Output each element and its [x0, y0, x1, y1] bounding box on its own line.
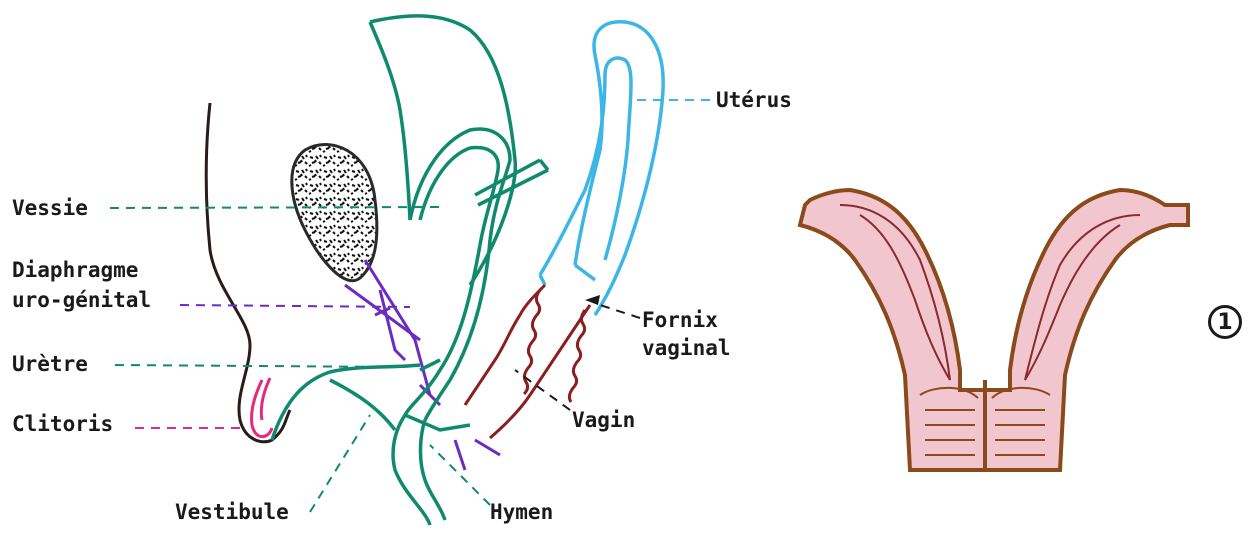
uterus-shape [540, 22, 663, 315]
label-vagin: Vagin [572, 408, 635, 433]
label-uterus: Utérus [716, 88, 792, 113]
leader-lines [110, 100, 710, 512]
label-fornix-line2: vaginal [642, 336, 731, 361]
label-uretre: Urètre [12, 352, 88, 377]
label-fornix-line1: Fornix [642, 308, 718, 333]
label-hymen: Hymen [490, 500, 553, 525]
fornix-mark [585, 295, 600, 305]
peritoneum-lines [272, 16, 548, 525]
label-vessie: Vessie [12, 196, 88, 221]
uterus-section [800, 190, 1188, 470]
label-diaphragme-line2: uro-génital [12, 288, 151, 313]
clitoris-shape [252, 378, 272, 437]
bladder-shape [292, 144, 377, 280]
label-clitoris: Clitoris [12, 412, 113, 437]
figure-number-badge: 1 [1208, 305, 1242, 339]
label-diaphragme-line1: Diaphragme [12, 258, 138, 283]
label-vestibule: Vestibule [175, 500, 289, 525]
body-profile-outline [206, 103, 290, 442]
